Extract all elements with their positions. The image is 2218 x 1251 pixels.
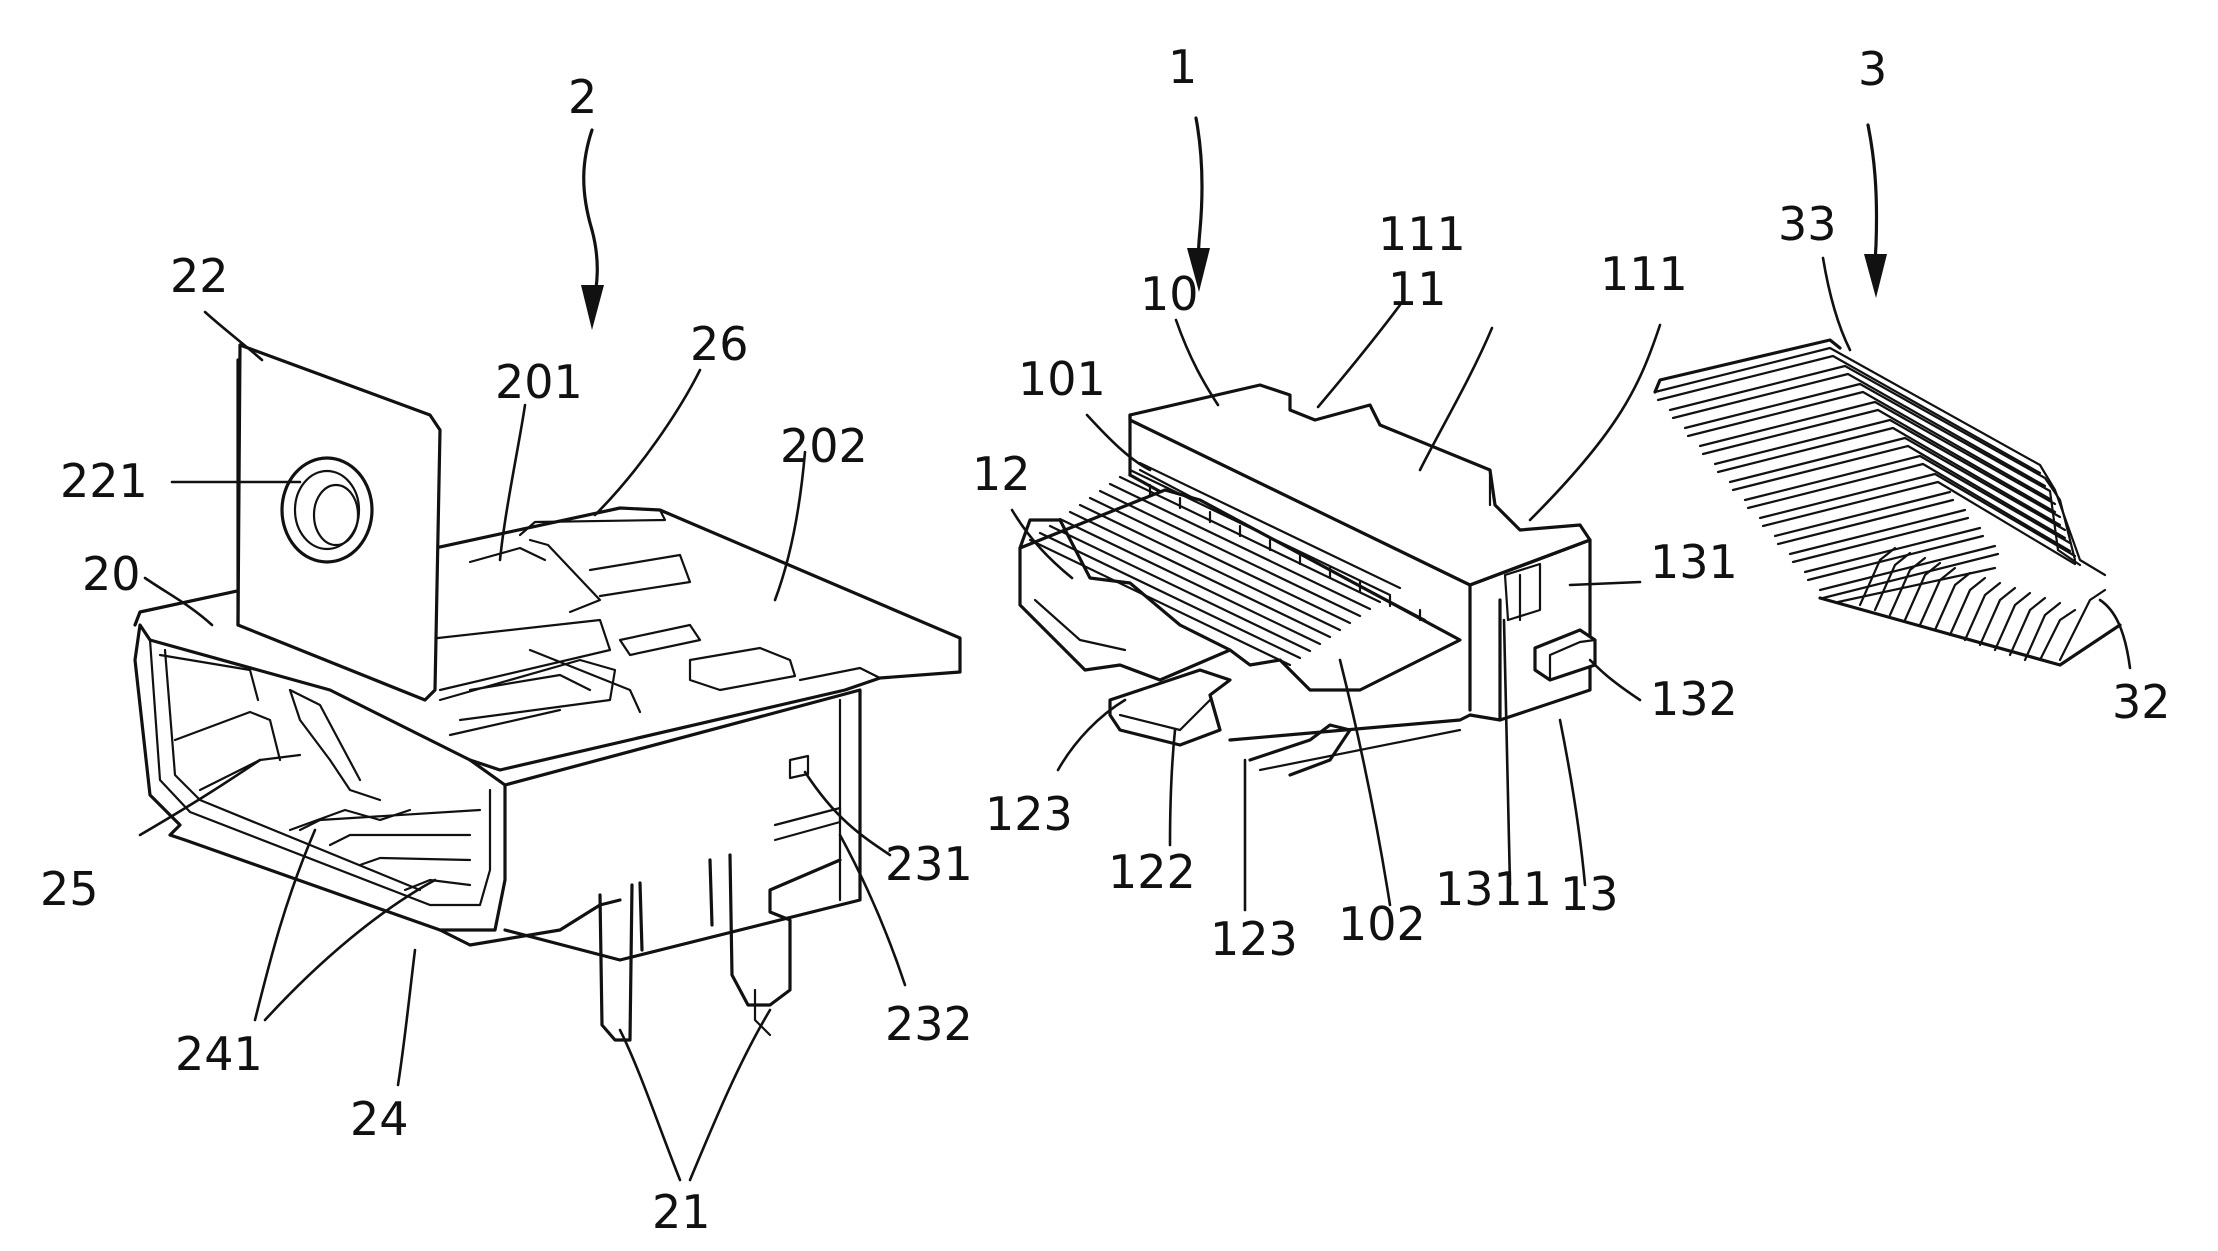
label-111-left: 111: [1378, 207, 1466, 261]
label-22: 22: [170, 249, 229, 303]
label-123-bottom: 123: [1210, 912, 1298, 966]
label-3: 3: [1858, 42, 1887, 96]
label-25: 25: [40, 862, 99, 916]
label-241: 241: [175, 1027, 263, 1081]
leader-lines: [138, 256, 2132, 1182]
label-123-left: 123: [985, 787, 1073, 841]
label-111-right: 111: [1600, 247, 1688, 301]
label-21: 21: [652, 1185, 711, 1239]
label-232: 232: [885, 997, 973, 1051]
label-201: 201: [495, 355, 583, 409]
label-26: 26: [690, 317, 749, 371]
label-20: 20: [82, 547, 141, 601]
label-10: 10: [1140, 267, 1199, 321]
label-231: 231: [885, 837, 973, 891]
label-32: 32: [2112, 675, 2171, 729]
label-131: 131: [1650, 535, 1738, 589]
housing-drawing: [1018, 383, 1597, 777]
label-33: 33: [1778, 197, 1837, 251]
label-24: 24: [350, 1092, 409, 1146]
label-2: 2: [568, 70, 597, 124]
reference-numerals: 2 1 3 22 221 20 201 26 202 25 241 24 21 …: [40, 40, 2171, 1239]
label-102: 102: [1338, 897, 1426, 951]
label-221: 221: [60, 454, 148, 508]
label-132: 132: [1650, 672, 1738, 726]
label-11: 11: [1388, 262, 1447, 316]
assembly-arrows: [581, 116, 1887, 330]
label-1: 1: [1168, 40, 1197, 94]
label-101: 101: [1018, 352, 1106, 406]
shell-drawing: [133, 343, 962, 1042]
label-12: 12: [972, 447, 1031, 501]
label-122: 122: [1108, 845, 1196, 899]
label-1311: 1311: [1435, 862, 1552, 916]
label-202: 202: [780, 419, 868, 473]
terminals-drawing: [1653, 338, 2122, 667]
label-13: 13: [1560, 867, 1619, 921]
